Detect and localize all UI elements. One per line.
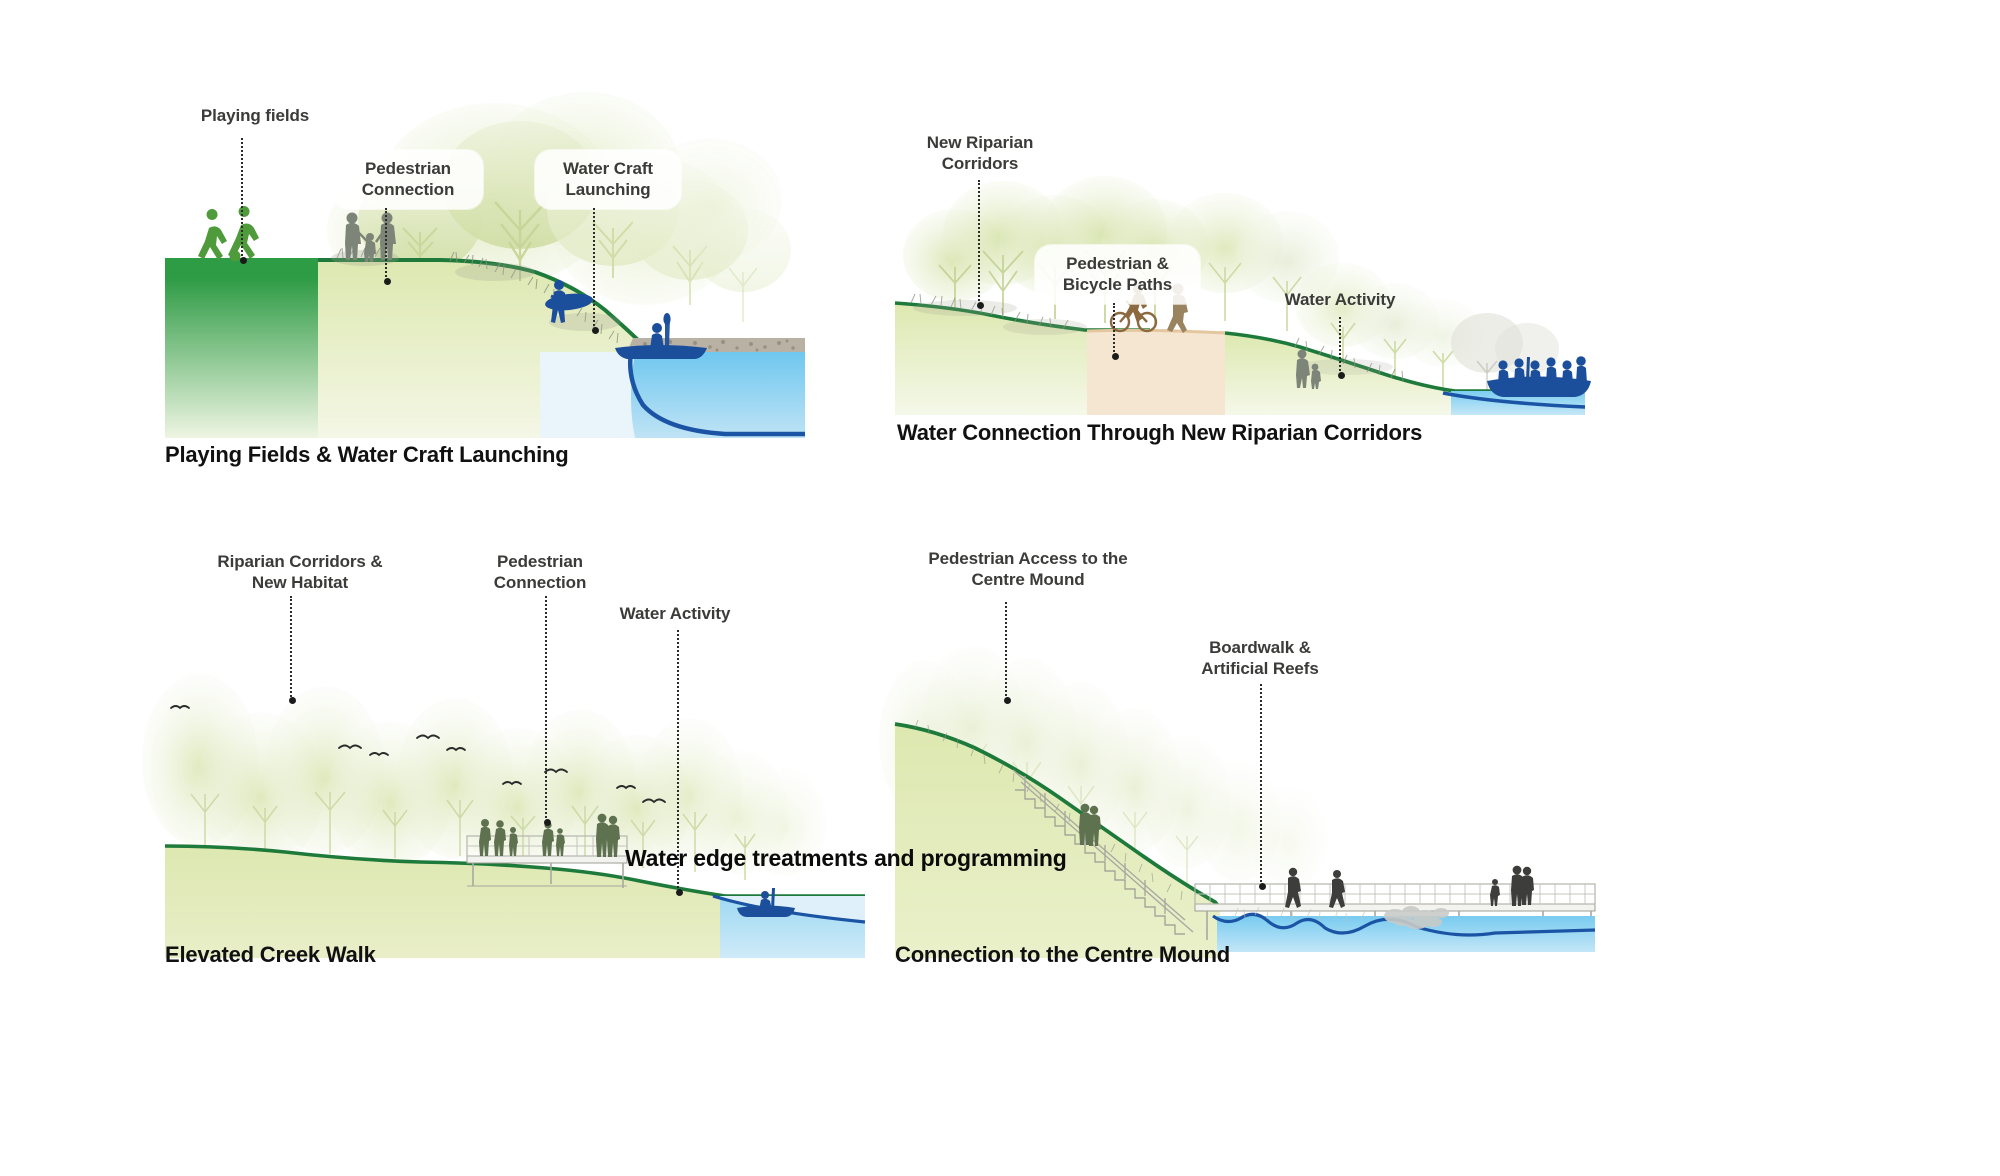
panel-riparian-illustration: [894, 176, 1591, 415]
leader-new-riparian-corridors: [976, 180, 984, 309]
panel-elevated-creek-walk: Riparian Corridors & New Habitat Pedestr…: [142, 552, 866, 1020]
figure-adult-child: [1296, 349, 1321, 389]
callout-playing-fields: Playing fields: [200, 106, 310, 125]
callout-pedestrian-access-centre-mound: Pedestrian Access to the Centre Mound: [903, 540, 1153, 600]
leader-pedestrian-connection: [543, 596, 551, 826]
panel-title-riparian-corridors: Water Connection Through New Riparian Co…: [897, 420, 1423, 445]
panel-title-centre-mound: Connection to the Centre Mound: [895, 942, 1230, 967]
elevated-walkway: [466, 835, 628, 888]
figure-kayaker: [737, 888, 795, 917]
birds-flying: [170, 705, 666, 804]
leader-riparian-corridors-new-habitat: [288, 596, 296, 704]
submerged-vegetation: [1234, 906, 1366, 923]
leader-water-craft-launching: [591, 208, 599, 334]
callout-water-activity: Water Activity: [619, 604, 731, 623]
leader-pedestrian-bicycle-paths: [1111, 303, 1119, 360]
leader-water-activity: [1337, 317, 1345, 379]
tree-trunks: [190, 791, 756, 880]
callout-pedestrian-connection: Pedestrian Connection: [333, 150, 483, 210]
figures-on-walkway: [479, 813, 620, 857]
callout-boardwalk-artificial-reefs: Boardwalk & Artificial Reefs: [1201, 638, 1319, 678]
figure-couple-on-stairs: [1079, 803, 1101, 846]
water-body: [712, 894, 866, 958]
mound-forest-backdrop: [879, 646, 1327, 890]
water-body: [540, 351, 805, 438]
leader-playing-fields: [239, 138, 247, 264]
artificial-reef-rocks: [1384, 906, 1449, 929]
stairway: [1012, 769, 1194, 935]
callout-water-craft-launching: Water Craft Launching: [535, 150, 681, 210]
figures-on-boardwalk: [1285, 865, 1534, 908]
panel-title-elevated-creek-walk: Elevated Creek Walk: [165, 942, 376, 967]
callout-pedestrian-connection: Pedestrian Connection: [493, 552, 587, 592]
leader-water-activity: [675, 630, 683, 896]
callout-water-activity: Water Activity: [1284, 290, 1396, 309]
leader-pedestrian-access-centre-mound: [1003, 602, 1011, 704]
panel-title-playing-fields: Playing Fields & Water Craft Launching: [165, 442, 569, 467]
callout-pedestrian-bicycle-paths: Pedestrian & Bicycle Paths: [1035, 245, 1200, 305]
leader-boardwalk-artificial-reefs: [1258, 684, 1266, 890]
figure-kayaker: [615, 313, 707, 359]
figure-soccer-players: [198, 206, 259, 262]
main-caption: Water edge treatments and programming: [625, 845, 1067, 871]
figure-paddleboarder: [545, 280, 593, 323]
mound-ground-profile: [894, 722, 1222, 958]
panel-riparian-corridors: New Riparian Corridors Pedestrian & Bicy…: [894, 125, 1591, 485]
leader-pedestrian-connection: [383, 208, 391, 285]
panel-centre-mound: Pedestrian Access to the Centre Mound Bo…: [879, 540, 1596, 1020]
shrub-texture: [910, 293, 1404, 382]
playing-field-block: [165, 258, 318, 438]
figure-raft-paddlers: [1487, 356, 1591, 397]
panel-centre-mound-illustration: [879, 646, 1596, 958]
panel-playing-fields: Playing fields Pedestrian Connection Wat…: [165, 60, 865, 480]
callout-riparian-corridors-new-habitat: Riparian Corridors & New Habitat: [217, 552, 383, 592]
panel-creek-walk-illustration: [142, 674, 866, 958]
figure-family-walking: [345, 212, 396, 262]
callout-new-riparian-corridors: New Riparian Corridors: [926, 133, 1034, 173]
